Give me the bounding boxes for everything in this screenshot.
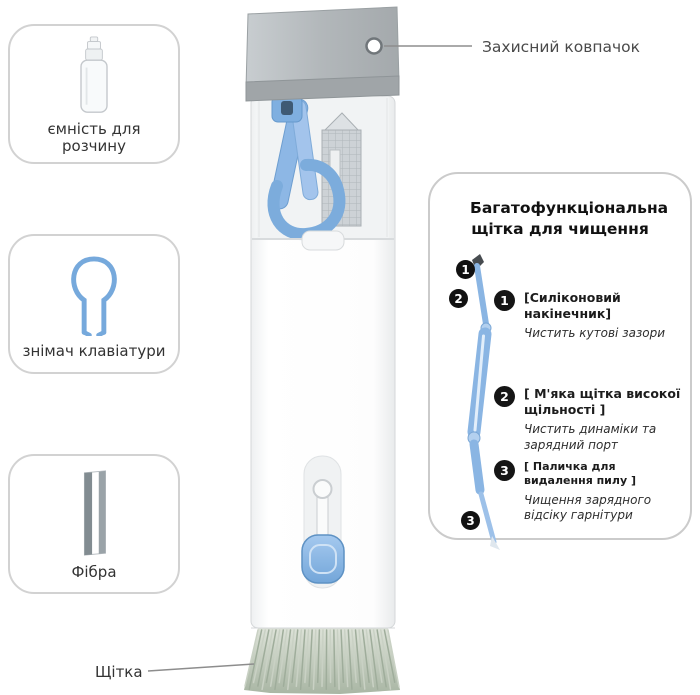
brush-bristles bbox=[244, 627, 400, 694]
slider bbox=[301, 455, 345, 589]
body-seam bbox=[252, 230, 394, 251]
keycap-puller-icon bbox=[71, 256, 117, 337]
spray-bottle-icon bbox=[80, 36, 108, 113]
callout-fiber: Фібра bbox=[8, 454, 180, 594]
slider-button bbox=[301, 534, 345, 584]
blue-folded-tool bbox=[267, 95, 346, 241]
keycap-puller-label: знімач клавіатури bbox=[22, 342, 166, 361]
item-desc-2: Чистить динаміки та зарядний порт bbox=[524, 422, 657, 452]
mini-marker-2: 2 bbox=[449, 289, 468, 308]
protective-cap bbox=[245, 6, 400, 102]
item-name-2: [ М'яка щітка високої щільності ] bbox=[524, 386, 681, 417]
fiber-label: Фібра bbox=[71, 563, 117, 582]
solution-container-label: ємність для розчину bbox=[47, 120, 141, 155]
info-box: Багатофункціональна щітка для чищення 1 … bbox=[428, 172, 692, 550]
callout-keycap-puller: знімач клавіатури bbox=[8, 234, 180, 374]
cap-hole bbox=[365, 37, 383, 55]
fiber-cloth-icon bbox=[83, 470, 106, 556]
inner-tools bbox=[267, 95, 362, 241]
info-item-1: 1 [Силіконовий накінечник] Чистить кутов… bbox=[494, 290, 688, 342]
mini-marker-1: 1 bbox=[456, 260, 475, 279]
brush-callout-label: Щітка bbox=[95, 663, 143, 681]
item-name-3: [ Паличка для видалення пилу ] bbox=[524, 460, 636, 487]
item-number-badge-1: 1 bbox=[494, 290, 515, 311]
info-item-2: 2 [ М'яка щітка високої щільності ] Чист… bbox=[494, 386, 688, 453]
mini-marker-3: 3 bbox=[461, 511, 480, 530]
cap-callout-label: Захисний ковпачок bbox=[482, 38, 641, 56]
item-name-1: [Силіконовий накінечник] bbox=[524, 290, 621, 321]
info-box-title: Багатофункціональна щітка для чищення bbox=[470, 199, 669, 238]
item-number-badge-2: 2 bbox=[494, 386, 515, 407]
item-number-badge-3: 3 bbox=[494, 460, 515, 481]
info-item-3: 3 [ Паличка для видалення пилу ] Чищення… bbox=[494, 460, 688, 524]
item-desc-3: Чищення зарядного відсіку гарнітури bbox=[524, 492, 652, 523]
mini-tool-illustration bbox=[467, 254, 500, 550]
brush-callout-line bbox=[147, 663, 255, 672]
item-desc-1: Чистить кутові зазори bbox=[524, 326, 666, 341]
callout-solution-container: ємність для розчину bbox=[8, 24, 180, 164]
